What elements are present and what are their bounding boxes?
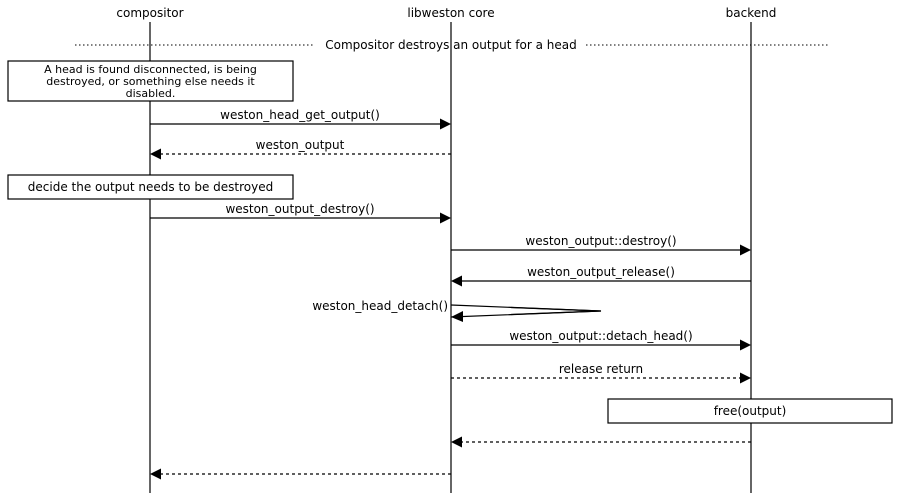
message-weston-output-release-arrowhead [451, 275, 462, 287]
note-free-output-label: free(output) [714, 404, 787, 418]
message-weston-head-detach-label: weston_head_detach() [312, 299, 448, 313]
message-weston-head-detach-arrowhead [451, 311, 463, 322]
message-weston-output-return: weston_output [150, 138, 451, 160]
actor-label-compositor: compositor [116, 6, 183, 20]
message-weston-head-get-output-label: weston_head_get_output() [220, 108, 380, 122]
message-weston-output-detach-head-label: weston_output::detach_head() [509, 329, 692, 343]
message-backend-return [451, 436, 751, 448]
note-decide-destroy-box [7, 174, 294, 200]
message-weston-output-destroy-callback-label: weston_output::destroy() [525, 234, 676, 248]
message-release-return: release return [451, 362, 751, 384]
message-weston-output-release-label: weston_output_release() [527, 265, 675, 279]
message-weston-output-return-label: weston_output [256, 138, 345, 152]
note-decide-destroy-label: decide the output needs to be destroyed [28, 180, 273, 194]
message-weston-output-destroy-callback: weston_output::destroy() [451, 234, 751, 256]
note-decide-destroy: decide the output needs to be destroyed [7, 174, 294, 200]
message-weston-head-detach-loop [450, 304, 602, 318]
message-weston-head-get-output-arrowhead [440, 118, 451, 130]
message-weston-head-detach-loop-inner [510, 306, 602, 316]
message-weston-head-get-output: weston_head_get_output() [150, 108, 451, 130]
note-head-disconnected-line-2: destroyed, or something else needs it [46, 75, 255, 88]
note-head-disconnected-box [7, 60, 294, 102]
note-head-disconnected: A head is found disconnected, is being d… [7, 60, 294, 102]
message-weston-output-destroy-label: weston_output_destroy() [225, 202, 374, 216]
message-weston-head-detach: weston_head_detach() [312, 299, 602, 322]
note-free-output: free(output) [607, 398, 893, 424]
message-weston-output-destroy-arrowhead [440, 212, 451, 224]
actor-label-libweston-core: libweston core [407, 6, 494, 20]
note-head-disconnected-line-1: A head is found disconnected, is being [44, 63, 257, 76]
message-core-return-arrowhead [150, 468, 161, 480]
message-release-return-arrowhead [740, 372, 751, 384]
message-weston-output-destroy: weston_output_destroy() [150, 202, 451, 224]
message-core-return [150, 468, 451, 480]
message-release-return-label: release return [559, 362, 643, 376]
divider-compositor-destroys-output: Compositor destroys an output for a head [75, 38, 828, 52]
message-weston-output-detach-head: weston_output::detach_head() [451, 329, 751, 351]
message-backend-return-arrowhead [451, 436, 462, 448]
message-weston-output-destroy-callback-arrowhead [740, 244, 751, 256]
message-weston-output-detach-head-arrowhead [740, 339, 751, 351]
note-head-disconnected-line-3: disabled. [126, 87, 176, 100]
actor-label-backend: backend [726, 6, 777, 20]
divider-label: Compositor destroys an output for a head [325, 38, 577, 52]
message-weston-output-return-arrowhead [150, 148, 161, 160]
actor-headers: compositor libweston core backend [116, 6, 776, 20]
note-free-output-box [607, 398, 893, 424]
message-weston-output-release: weston_output_release() [451, 265, 751, 287]
